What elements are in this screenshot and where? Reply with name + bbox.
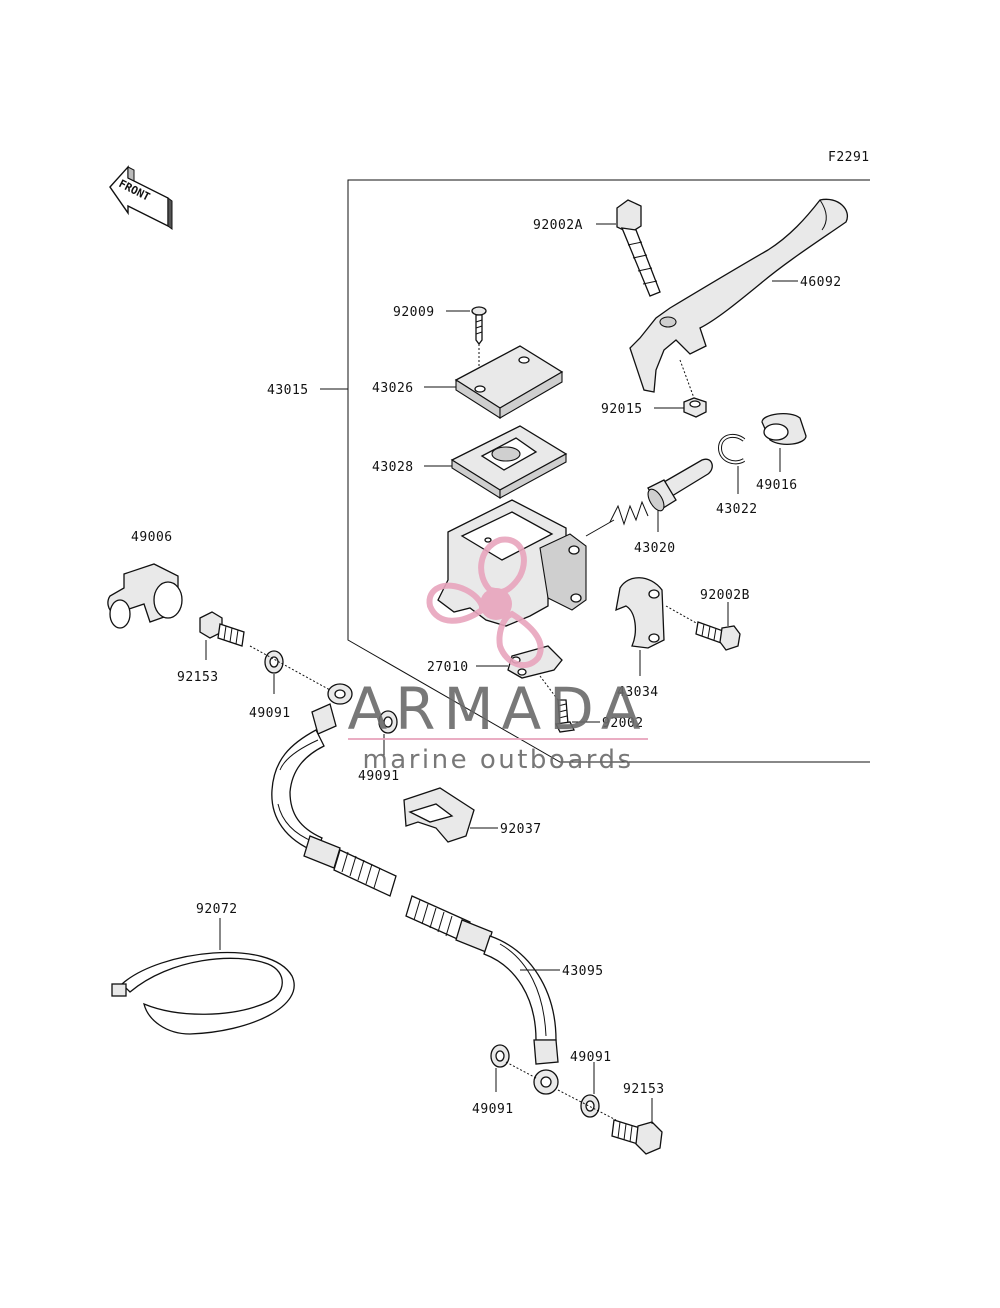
label-43020: 43020	[634, 541, 676, 556]
label-49091-b: 49091	[358, 769, 400, 784]
washer-49091-b	[378, 710, 398, 734]
washer-49091-d	[580, 1094, 600, 1118]
label-43034: 43034	[617, 685, 659, 700]
label-43015: 43015	[267, 383, 309, 398]
brake-hose-lower-43095	[405, 895, 559, 1095]
label-43026: 43026	[372, 381, 414, 396]
clamp-43034	[615, 577, 665, 649]
cap-49006	[107, 563, 183, 629]
label-49091-a: 49091	[249, 706, 291, 721]
nut-92015	[683, 397, 707, 418]
label-92153-upper: 92153	[177, 670, 219, 685]
label-92002B: 92002B	[700, 588, 750, 603]
screw-92009	[471, 306, 487, 346]
label-49006: 49006	[131, 530, 173, 545]
label-92002A: 92002A	[533, 218, 583, 233]
banjo-bolt-92153-lower	[611, 1119, 663, 1155]
label-46092: 46092	[800, 275, 842, 290]
tie-strap-92072	[111, 951, 295, 1035]
label-92037: 92037	[500, 822, 542, 837]
watermark-divider	[348, 738, 648, 740]
label-49091-d: 49091	[570, 1050, 612, 1065]
front-arrow-icon: FRONT	[109, 165, 173, 230]
label-92072: 92072	[196, 902, 238, 917]
clip-92037	[403, 787, 475, 843]
watermark: ARMADA marine outboards	[347, 536, 648, 775]
cover-43026	[454, 345, 564, 420]
assembly-bracket	[347, 179, 870, 763]
label-49091-c: 49091	[472, 1102, 514, 1117]
label-43095: 43095	[562, 964, 604, 979]
diaphragm-43028	[450, 425, 568, 499]
label-92002: 92002	[602, 716, 644, 731]
lever-46092	[629, 198, 848, 393]
label-27010: 27010	[427, 660, 469, 675]
brake-hose-upper	[271, 683, 397, 897]
washer-49091-c	[490, 1044, 510, 1068]
label-92009: 92009	[393, 305, 435, 320]
piston-43020	[609, 458, 713, 526]
propeller-logo	[426, 536, 544, 669]
figure-code: F2291	[828, 150, 870, 165]
watermark-brand: ARMADA	[347, 675, 648, 743]
label-43022: 43022	[716, 502, 758, 517]
bolt-92002B	[695, 621, 741, 651]
label-49016: 49016	[756, 478, 798, 493]
label-43028: 43028	[372, 460, 414, 475]
circlip-43022	[717, 433, 746, 465]
label-92015: 92015	[601, 402, 643, 417]
dust-boot-49016	[761, 412, 807, 446]
washer-49091-a	[264, 650, 284, 674]
banjo-bolt-92153-upper	[199, 611, 245, 647]
screw-92002	[555, 699, 575, 733]
label-92153-lower: 92153	[623, 1082, 665, 1097]
watermark-tagline: marine outboards	[362, 745, 633, 775]
bolt-92002A	[616, 199, 661, 297]
